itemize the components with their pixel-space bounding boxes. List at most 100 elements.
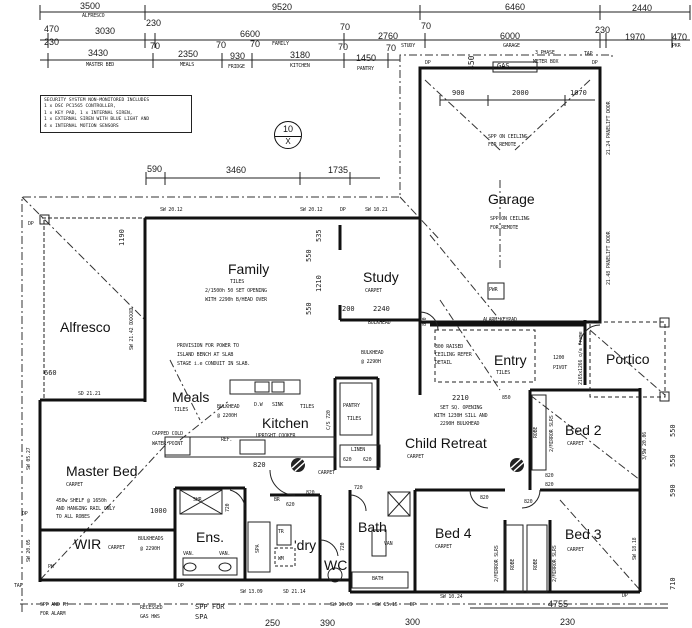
finish-carpet: CARPET: [567, 441, 584, 447]
window-label: SW 10.09: [330, 602, 353, 608]
dp-label: DP: [22, 511, 28, 517]
dim-620: 620: [343, 457, 352, 463]
raised-note: CEILING REFER: [435, 352, 472, 358]
walls: [38, 66, 642, 594]
spp-label: FOR REMOTE: [488, 142, 517, 148]
capped-label: WATER POINT: [152, 441, 183, 447]
finish-carpet: CARPET: [435, 544, 452, 550]
capped-label: CAPPED COLD: [152, 431, 183, 437]
panelift-door-label[interactable]: 21.48 PANELIFT DOOR: [606, 231, 612, 285]
spa-note: SPA: [195, 613, 208, 621]
opening-note: SET SQ. OPENING: [440, 405, 483, 411]
security-note-line: SECURITY SYSTEM NON-MONITORED INCLUDES: [44, 98, 150, 103]
section-number: 10: [282, 124, 293, 134]
room-bed4: Bed 4: [435, 525, 472, 541]
meter-box-label: METER BOX: [533, 59, 559, 65]
door-label: SD 21.21: [78, 391, 101, 397]
room-entry: Entry: [494, 352, 527, 368]
pwr-label: PWR: [489, 287, 498, 293]
dim-390: 390: [320, 618, 336, 628]
mirror-doors-label: 2/MIRROR SLRS: [552, 545, 558, 582]
power-note: PROVISION FOR POWER TO: [177, 343, 239, 349]
section-letter: X: [275, 136, 301, 146]
tap-label: TAP: [584, 51, 593, 57]
dimension-lines: [39, 5, 691, 609]
door-width: 1200: [553, 355, 565, 361]
dim-550b: 550: [305, 302, 313, 315]
dim-70g: 70: [386, 43, 397, 53]
room-meals: Meals: [172, 389, 210, 405]
room-bath: Bath: [358, 519, 387, 535]
dim-230b: 230: [595, 25, 611, 35]
room-wir: WIR: [74, 536, 102, 552]
dim-sub-family: FAMILY: [272, 41, 289, 47]
spa-label[interactable]: SPA: [255, 544, 261, 553]
dp-label: DP: [410, 602, 416, 608]
room-bed2: Bed 2: [565, 422, 602, 438]
dim-70b: 70: [421, 21, 432, 31]
dim-2000: 2000: [512, 89, 529, 97]
spp-label: SPP ON CEILING: [488, 134, 528, 140]
room-child-retreat: Child Retreat: [405, 435, 487, 451]
dim-2350: 2350: [178, 49, 199, 59]
window-label: SW 13.09: [240, 589, 263, 595]
dim-70e: 70: [250, 39, 261, 49]
bulkhead-height: @ 2290H: [361, 359, 381, 365]
dim-470b: 470: [672, 32, 688, 42]
tap-label: TAP: [14, 583, 23, 589]
door-720: 720: [354, 485, 363, 491]
finish-carpet: CARPET: [66, 482, 83, 488]
dim-sub-fridge: FRIDGE: [228, 64, 245, 70]
sink-label: SINK: [272, 402, 284, 408]
dim-sub-study: STUDY: [401, 43, 416, 49]
door-820: 820: [524, 499, 533, 505]
shelf-note: 450w SHELF @ 1650h: [56, 498, 107, 504]
finish-tiles: TILES: [174, 407, 189, 413]
finish-carpet: CARPET: [108, 545, 125, 551]
linen-label: LINEN: [351, 447, 366, 453]
dim-3430: 3430: [88, 48, 109, 58]
bulkhead-label: BULKHEAD: [361, 350, 384, 356]
window-label: SW 20.12: [160, 207, 183, 213]
panelift-door-label[interactable]: 21.24 PANELIFT DOOR: [606, 101, 612, 155]
room-master-bed: Master Bed: [66, 463, 138, 479]
dim-sub-pantry: PANTRY: [357, 66, 374, 72]
dim-1070: 1070: [570, 89, 587, 97]
shower-label: SHR: [193, 497, 202, 503]
shelf-note: TO ALL ROBES: [56, 514, 90, 520]
finish-carpet: CARPET: [567, 547, 584, 553]
room-wc: WC: [324, 557, 348, 573]
dim-1735: 1735: [328, 165, 349, 175]
dim-470: 470: [44, 24, 60, 34]
dim-1210: 1210: [315, 275, 323, 292]
dim-900: 900: [452, 89, 465, 97]
bulkhead-label: BULKHEAD: [217, 404, 240, 410]
fixtures: [39, 61, 670, 593]
dim-250: 250: [265, 618, 281, 628]
door-820: 820: [480, 495, 489, 501]
dim-2760: 2760: [378, 31, 399, 41]
dim-850: 850: [502, 395, 511, 401]
broom-label: BR: [274, 497, 280, 503]
door-620: 620: [286, 502, 295, 508]
security-note-line: 1 x EXTERNAL SIREN WITH BLUE LIGHT AND: [44, 117, 150, 123]
dim-sub-kitchen: KITCHEN: [290, 63, 310, 69]
room-portico: Portico: [606, 351, 650, 367]
bulkhead-label: BULKHEADS: [138, 536, 164, 542]
dim-1450: 1450: [356, 53, 377, 63]
hws-note: GAS HWS: [140, 614, 160, 620]
dim-70d: 70: [216, 40, 227, 50]
dim-230: 230: [560, 617, 576, 627]
robe-label: ROBE: [533, 426, 539, 438]
dim-550: 550: [305, 249, 313, 262]
smoke-detectors: [291, 457, 525, 472]
dp-label: DP: [425, 60, 431, 66]
dim-2240: 2240: [373, 305, 390, 313]
bath-label: BATH: [372, 576, 384, 582]
dim-230: 230: [146, 18, 162, 28]
dim-2210: 2210: [452, 394, 469, 402]
alarm-keypad-label: ALARM KEYPAD: [483, 317, 517, 323]
dim-sub-master: MASTER BED: [86, 62, 115, 68]
power-note: STAGE i.e CONDUIT IN SLAB.: [177, 361, 251, 367]
dp-label: DP: [622, 593, 628, 599]
